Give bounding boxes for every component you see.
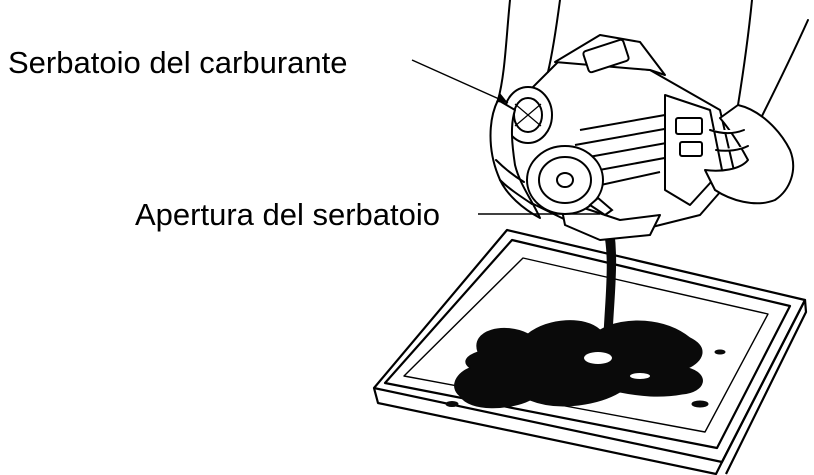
tank-opening-label: Apertura del serbatoio <box>135 197 441 232</box>
fuel-tank-label: Serbatoio del carburante <box>8 45 348 80</box>
tank-opening <box>526 145 614 217</box>
operator-hands <box>489 0 809 219</box>
fuel-stream <box>599 211 617 336</box>
fuel-tank-cap <box>503 86 553 144</box>
fuel-puddle <box>445 320 726 409</box>
leader-line-fuel-tank <box>411 59 509 104</box>
leader-arrow-fuel-tank <box>496 93 508 103</box>
